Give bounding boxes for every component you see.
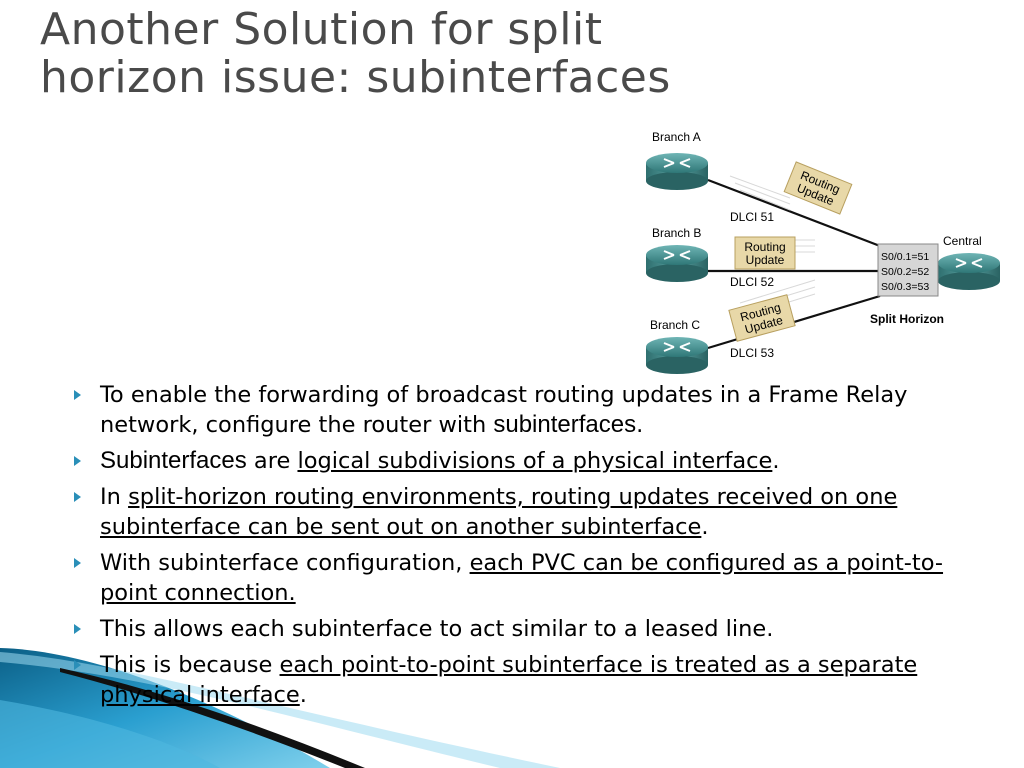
label-split-horizon: Split Horizon [870,312,944,326]
label-branch-b: Branch B [652,226,701,240]
label-branch-a: Branch A [652,130,701,144]
bullet-arrow-icon [74,624,81,634]
routing-update-envelope-b: Routing Update [734,236,796,270]
label-dlci-52: DLCI 52 [730,275,774,289]
slide-title: Another Solution for split horizon issue… [40,6,860,102]
bullet-text-end: . [636,412,644,438]
bullet-underlined: split-horizon routing environments, rout… [100,484,898,540]
bullet-arrow-icon [74,660,81,670]
bullet-item: In split-horizon routing environments, r… [74,482,994,542]
bullet-text: This allows each subinterface to act sim… [100,616,774,642]
split-horizon-diagram: S0/0.1=51 S0/0.2=52 S0/0.3=53 Routing Up… [646,130,1000,374]
bullet-item: To enable the forwarding of broadcast ro… [74,380,994,440]
bullet-text-end: . [299,682,307,708]
label-dlci-51: DLCI 51 [730,210,774,224]
subif-1: S0/0.1=51 [881,251,929,263]
label-central: Central [943,234,982,248]
title-line-1: Another Solution for split [40,4,603,55]
bullet-arrow-icon [74,492,81,502]
subinterface-box [877,243,939,297]
bullet-arrow-icon [74,390,81,400]
link-branch-a [707,178,881,248]
update-b-line1: Routing [744,240,785,254]
bullet-list: To enable the forwarding of broadcast ro… [74,380,994,716]
bullet-text-end: . [772,448,780,474]
bullet-text: This is because [100,652,280,678]
routing-update-envelope-a: Routing Update [783,161,853,215]
bullet-underlined: each point-to-point subinterface is trea… [100,652,918,708]
subif-2: S0/0.2=52 [881,266,929,278]
bullet-text-end: . [701,514,709,540]
bullet-text: To enable the forwarding of broadcast ro… [100,382,908,438]
title-line-2: horizon issue: subinterfaces [40,52,671,103]
bullet-arrow-icon [74,456,81,466]
bullet-item: Subinterfaces are logical subdivisions o… [74,446,994,476]
update-b-line2: Update [746,253,785,267]
router-central-icon [938,253,1000,290]
bullet-emphasis: Subinterfaces [100,447,247,474]
bullet-emphasis: subinterfaces [493,411,637,438]
bullet-text: are [246,448,298,474]
routing-update-envelope-c: Routing Update [728,294,796,342]
router-branch-b-icon [646,245,708,282]
router-branch-c-icon [646,337,708,374]
bullet-item: This allows each subinterface to act sim… [74,614,994,644]
label-branch-c: Branch C [650,318,700,332]
subif-3: S0/0.3=53 [881,281,929,293]
bullet-text: In [100,484,129,510]
bullet-item: This is because each point-to-point subi… [74,650,994,710]
bullet-item: With subinterface configuration, each PV… [74,548,994,608]
bullet-underlined: each PVC can be configured as a point-to… [100,550,944,606]
router-branch-a-icon [646,153,708,190]
bullet-text: With subinterface configuration, [100,550,470,576]
bullet-underlined: logical subdivisions of a physical inter… [297,448,773,474]
label-dlci-53: DLCI 53 [730,346,774,360]
bullet-arrow-icon [74,558,81,568]
